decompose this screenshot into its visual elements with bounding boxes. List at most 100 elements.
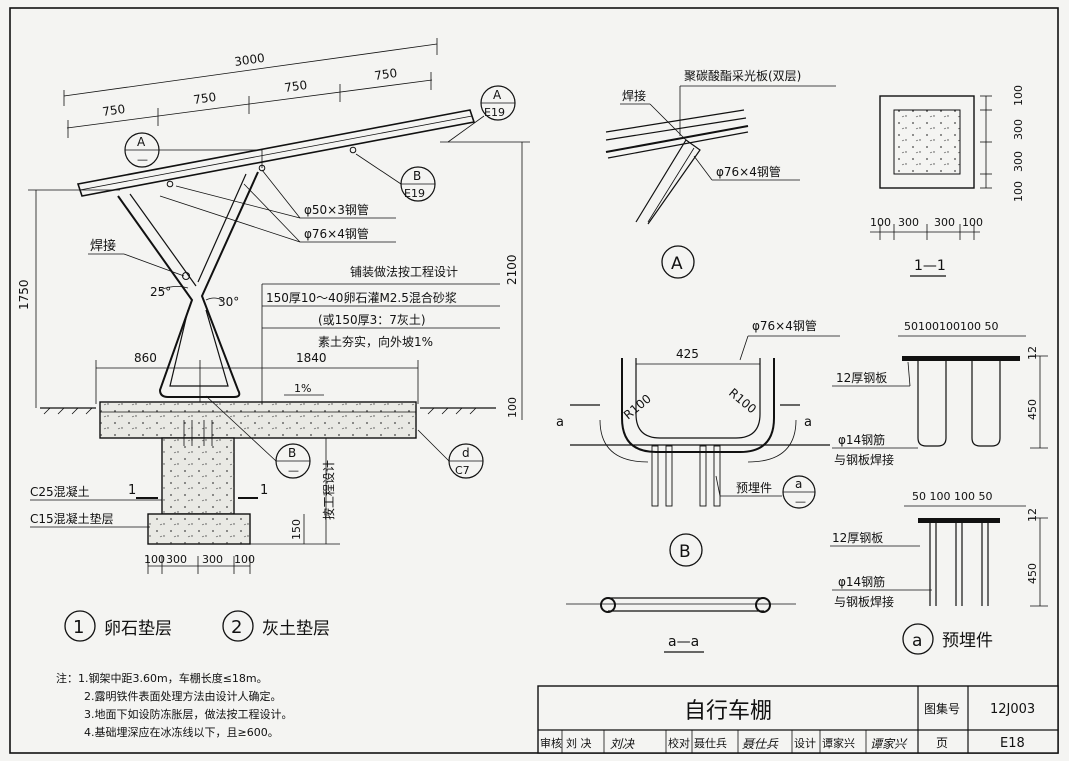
s11-right-1: 100: [1012, 85, 1025, 106]
dim-1750: 1750: [17, 279, 31, 310]
label-paving: 铺装做法按工程设计: [350, 264, 458, 279]
svg-text:d: d: [462, 446, 470, 460]
section-1-1: 100 300 300 100 100 300 300 100 1—1: [870, 85, 1025, 277]
legend-num-2: 2: [231, 617, 242, 638]
sheet-border: [9, 7, 1059, 754]
detail-A: 焊接 聚碳酸酯采光板(双层) φ76×4钢管 A: [605, 68, 836, 279]
tb-checker: 聂仕兵: [694, 737, 727, 750]
svg-text:E19: E19: [404, 187, 425, 200]
legend-text-1: 卵石垫层: [104, 619, 172, 639]
tb-page-label: 页: [936, 736, 948, 750]
tb-atlas-label: 图集号: [924, 701, 960, 716]
title-block: 自行车棚 图集号 12J003 审核 刘 决 刘决 校对 聂仕兵 聂仕兵 设计 …: [537, 685, 1059, 754]
detailB-pipe: φ76×4钢管: [752, 318, 817, 333]
s11-right-4: 100: [1012, 181, 1025, 202]
svg-text:E19: E19: [484, 106, 505, 119]
dim-bottom-1: 100: [144, 553, 165, 566]
tb-atlas-no: 12J003: [990, 702, 1035, 717]
label-layer3: 素土夯实，向外坡1%: [318, 334, 433, 349]
angle-25: 25°: [150, 285, 171, 299]
dim-seg-4: 750: [373, 66, 398, 83]
detailB-tag: B: [679, 542, 691, 562]
label-c15: C15混凝土垫层: [30, 511, 114, 526]
tb-review-label: 审核: [540, 736, 562, 750]
detailA-sheet: 聚碳酸酯采光板(双层): [684, 68, 801, 83]
tb-page-no: E18: [1000, 736, 1025, 751]
tb-title: 自行车棚: [684, 699, 772, 724]
label-pipe76: φ76×4钢管: [304, 226, 369, 241]
tb-reviewer: 刘 决: [566, 737, 592, 750]
embed-h12-1: 12: [1026, 346, 1039, 360]
detailA-tag: A: [671, 254, 683, 274]
tb-designer: 谭家兴: [822, 736, 855, 750]
svg-text:A: A: [137, 135, 146, 149]
s11-bottom-2: 300: [898, 216, 919, 229]
svg-text:C7: C7: [455, 464, 470, 477]
note-3: 3.地面下如设防冻胀层，做法按工程设计。: [84, 707, 293, 721]
svg-text:—: —: [137, 153, 148, 166]
tb-check-label: 校对: [668, 736, 690, 750]
dim-1840: 1840: [296, 351, 327, 365]
detailB-embed-ref: —: [795, 495, 806, 508]
dim-bottom-2: 300: [166, 553, 187, 566]
embed-mid-dims: 50 100 100 50: [912, 490, 992, 503]
s11-bottom-4: 100: [962, 216, 983, 229]
callout-B-local: B —: [205, 395, 311, 479]
detailA-weld: 焊接: [622, 88, 646, 103]
dim-bottom-4: 100: [234, 553, 255, 566]
callout-B-E19: B E19: [355, 153, 436, 202]
section-mark-left: 1: [128, 483, 136, 498]
label-layer2: (或150厚3：7灰土): [318, 313, 426, 327]
svg-text:—: —: [288, 464, 299, 477]
s11-title: 1—1: [914, 258, 946, 274]
section-aa-title: a—a: [668, 634, 699, 650]
svg-text:B: B: [413, 169, 421, 183]
dim-2100: 2100: [505, 254, 519, 285]
notes: 注：1.钢架中距3.60m，车棚长度≤18m。 2.露明铁件表面处理方法由设计人…: [56, 671, 293, 739]
tb-design-label: 设计: [794, 737, 816, 750]
detail-B: a a 425 R100 R100 φ76×4钢管 预埋件 a — B: [556, 318, 840, 567]
embed-rebar1-2: φ14钢筋: [838, 574, 885, 589]
roof-beam: [76, 109, 476, 197]
s11-right-3: 300: [1012, 151, 1025, 172]
label-by-design: 按工程设计: [321, 460, 336, 520]
section-a-a: a—a: [566, 597, 796, 653]
dim-3000: 3000: [233, 51, 265, 69]
embed-h12-2: 12: [1026, 508, 1039, 522]
dim-860: 860: [134, 351, 157, 365]
embed-rebar2-2: 与钢板焊接: [834, 594, 894, 609]
detailB-r-left: R100: [621, 391, 654, 422]
section-mark-right: 1: [260, 483, 268, 498]
callout-A-local: A —: [124, 132, 263, 168]
note-1: 注：1.钢架中距3.60m，车棚长度≤18m。: [56, 671, 268, 685]
embed-top-dims: 50100100100 50: [904, 320, 998, 333]
embed-detail: 50100100100 50 12厚钢板 φ14钢筋 与钢板焊接 12 450 …: [830, 320, 1048, 655]
dim-seg-2: 750: [192, 90, 217, 107]
svg-text:A: A: [493, 88, 502, 102]
embed-title: 预埋件: [942, 631, 993, 651]
detailB-cut-right: a: [804, 415, 812, 430]
note-2: 2.露明铁件表面处理方法由设计人确定。: [84, 689, 282, 703]
embed-h450-1: 450: [1026, 399, 1039, 420]
embed-rebar1-1: φ14钢筋: [838, 432, 885, 447]
legend-text-2: 灰土垫层: [262, 619, 330, 639]
label-weld: 焊接: [90, 238, 116, 254]
detailB-cut-left: a: [556, 415, 564, 430]
slope-label: 1%: [294, 382, 311, 395]
svg-text:B: B: [288, 446, 296, 460]
detailB-embed-ref-letter: a: [795, 477, 802, 491]
dim-150: 150: [290, 519, 303, 540]
steel-frame: 25° 30°: [117, 171, 259, 398]
tb-design-sig: 谭家兴: [870, 737, 908, 751]
s11-bottom-1: 100: [870, 216, 891, 229]
embed-h450-2: 450: [1026, 563, 1039, 584]
dim-seg-3: 750: [283, 78, 308, 95]
detailB-embed: 预埋件: [736, 481, 772, 495]
callout-d-C7: d C7: [417, 429, 484, 479]
callout-A-E19: A E19: [447, 85, 516, 143]
dim-bottom-3: 300: [202, 553, 223, 566]
tb-check-sig: 聂仕兵: [742, 737, 779, 751]
embed-tag: a: [912, 631, 922, 651]
